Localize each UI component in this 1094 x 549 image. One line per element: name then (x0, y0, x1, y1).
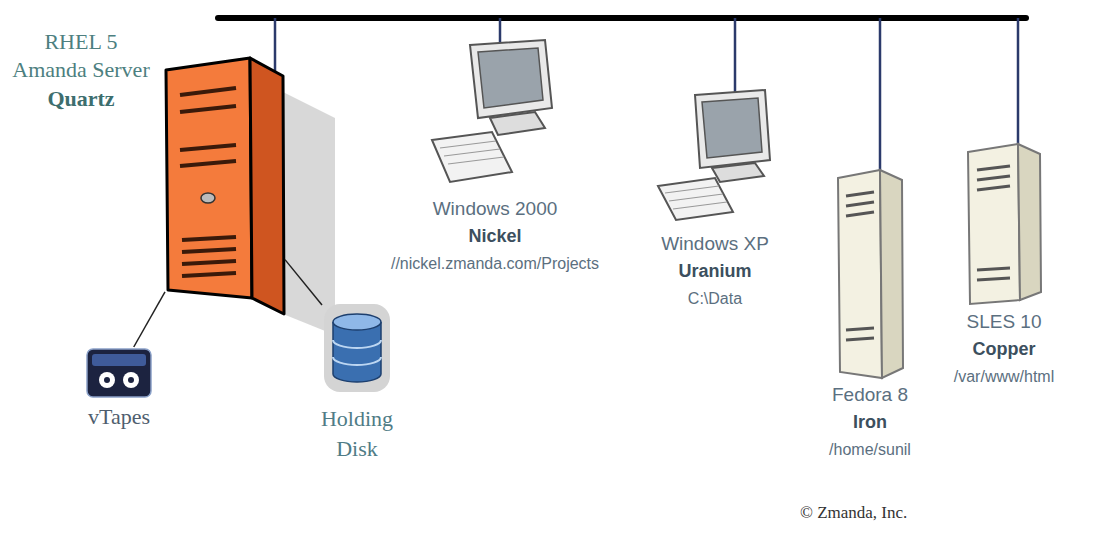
os-label: RHEL 5 Amanda Server (7, 28, 155, 84)
os-label: SLES 10 (954, 308, 1054, 336)
share-path: /var/www/html (954, 362, 1054, 392)
client-node: Windows 2000Nickel//nickel.zmanda.com/Pr… (430, 35, 560, 185)
host-name: Quartz (7, 84, 155, 114)
node-label-block: Windows 2000Nickel//nickel.zmanda.com/Pr… (391, 195, 599, 279)
copyright-note: © Zmanda, Inc. (800, 503, 907, 523)
host-name: Copper (954, 336, 1054, 362)
server-tower (838, 170, 903, 378)
server-tower (166, 58, 335, 335)
bus-drops (275, 18, 1018, 172)
device-link (285, 260, 322, 305)
device-link (134, 292, 165, 347)
node-label-block: Fedora 8Iron/home/sunil (829, 381, 911, 465)
share-path: C:\Data (661, 284, 769, 314)
tape-node: vTapes (85, 347, 153, 399)
client-node: Windows XPUraniumC:\Data (655, 85, 775, 223)
os-label: Windows 2000 (391, 195, 599, 223)
disk-icon (324, 304, 390, 392)
host-name: Uranium (661, 258, 769, 284)
share-path: //nickel.zmanda.com/Projects (391, 249, 599, 279)
client-node: Fedora 8Iron/home/sunil (835, 165, 905, 380)
os-label: Fedora 8 (829, 381, 911, 409)
host-name: Nickel (391, 223, 599, 249)
host-name: Iron (829, 409, 911, 435)
network-bus (218, 15, 1026, 21)
os-label: Windows XP (661, 230, 769, 258)
node-label-block: RHEL 5 Amanda ServerQuartz (7, 28, 155, 114)
server-node: RHEL 5 Amanda ServerQuartz (165, 58, 285, 314)
node-label: vTapes (88, 403, 150, 431)
tape-icon (87, 349, 151, 397)
desktop-computer (658, 90, 770, 220)
desktop-computer (432, 40, 552, 182)
node-label-block: vTapes (88, 403, 150, 431)
disk-node: Holding Disk (322, 302, 392, 394)
node-label-block: Holding Disk (312, 404, 402, 464)
node-label: Holding Disk (312, 404, 402, 464)
client-node: SLES 10Copper/var/www/html (965, 140, 1043, 308)
server-tower (968, 144, 1041, 304)
node-label-block: Windows XPUraniumC:\Data (661, 230, 769, 314)
node-label-block: SLES 10Copper/var/www/html (954, 308, 1054, 392)
share-path: /home/sunil (829, 435, 911, 465)
